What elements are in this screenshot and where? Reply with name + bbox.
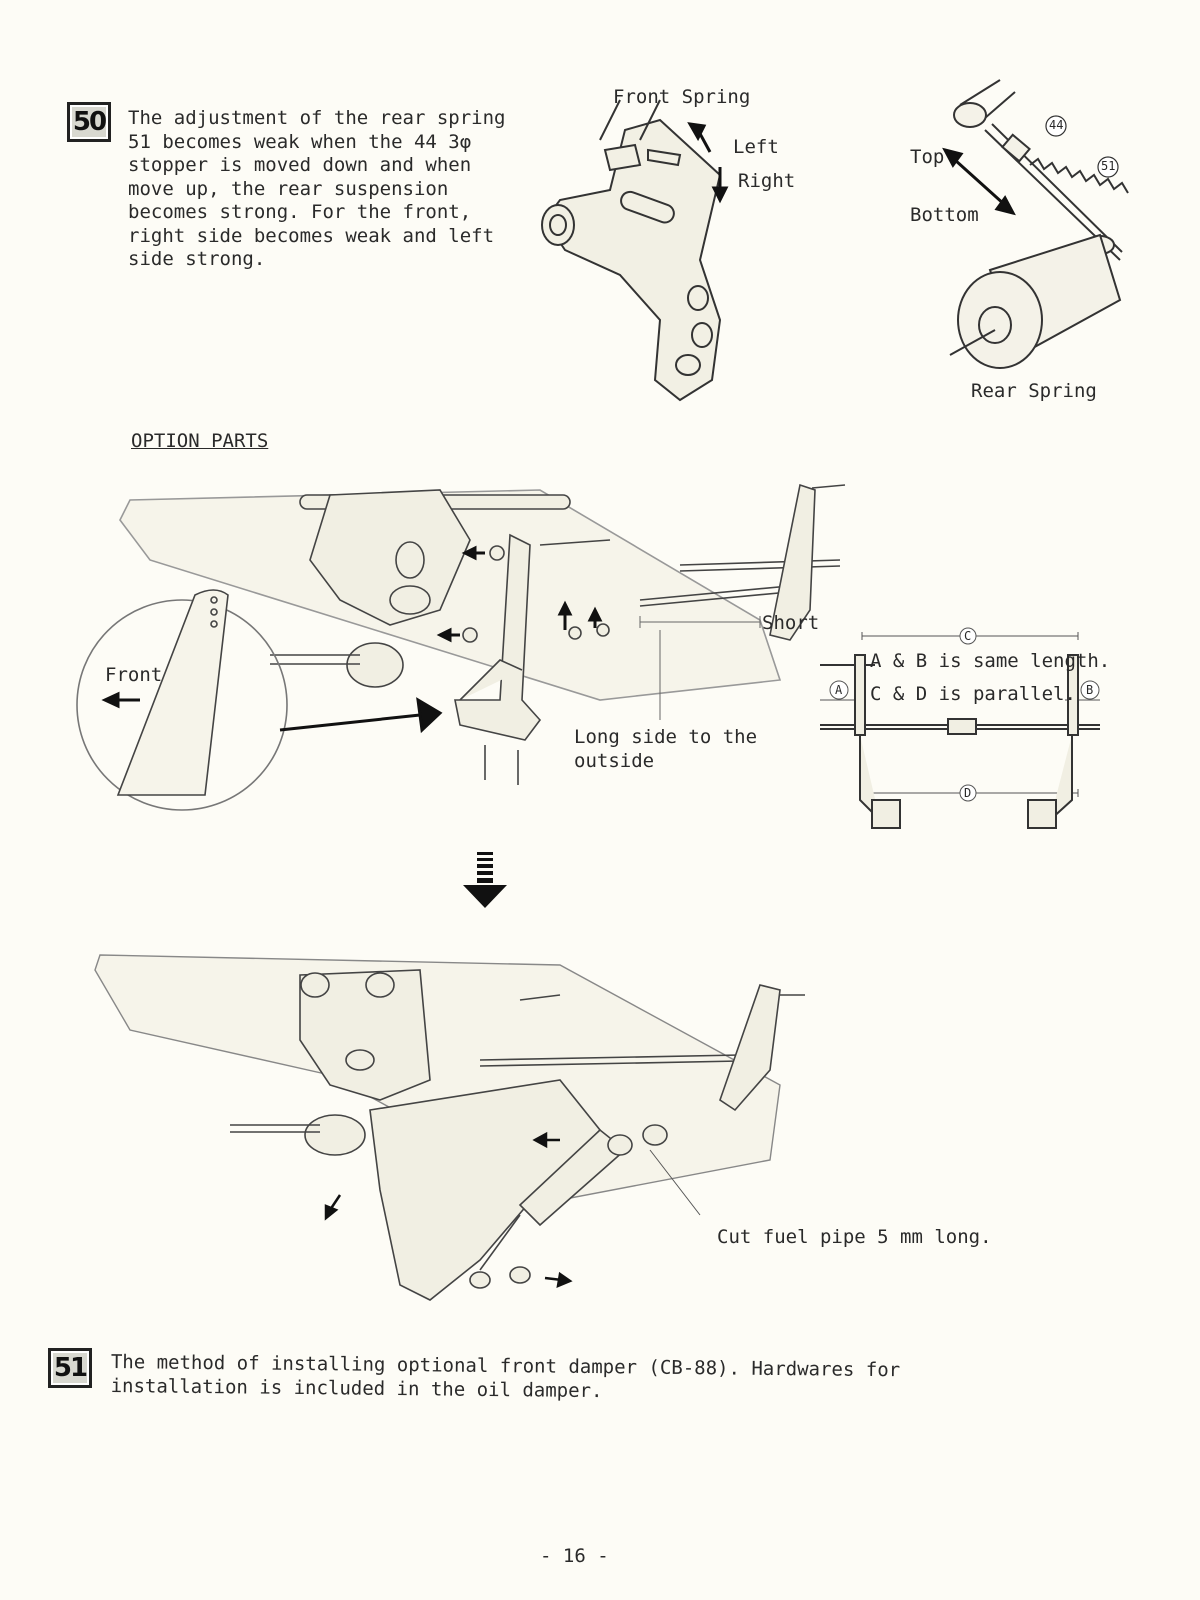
- label-b: B: [1086, 683, 1094, 697]
- part-51-callout: 51: [1101, 159, 1116, 173]
- step-50-text: The adjustment of the rear spring 51 bec…: [128, 107, 506, 270]
- part-44-callout: 44: [1049, 118, 1064, 132]
- rule-a-b-same-length: A & B is same length.: [870, 650, 1111, 672]
- cut-fuel-pipe-label: Cut fuel pipe 5 mm long.: [717, 1226, 992, 1248]
- rear-spring-label: Rear Spring: [971, 380, 1097, 402]
- front-direction-label: Front: [105, 664, 163, 686]
- right-label: Right: [738, 170, 796, 192]
- bottom-label: Bottom: [910, 204, 979, 226]
- left-label: Left: [733, 136, 779, 158]
- page-number: - 16 -: [540, 1545, 609, 1567]
- rule-c-d-parallel: C & D is parallel.: [870, 683, 1076, 705]
- long-side-label: Long side to the outside: [574, 726, 758, 772]
- label-c: C: [964, 629, 972, 643]
- label-a: A: [835, 683, 843, 697]
- front-spring-label: Front Spring: [613, 86, 751, 108]
- top-label: Top: [910, 146, 945, 168]
- option-parts-heading: OPTION PARTS: [131, 430, 269, 452]
- label-d: D: [964, 786, 972, 800]
- step-number-51: 51: [48, 1348, 92, 1388]
- step-51-text: The method of installing optional front …: [110, 1351, 901, 1402]
- step-number-50: 50: [67, 102, 111, 142]
- short-label: Short: [762, 612, 820, 634]
